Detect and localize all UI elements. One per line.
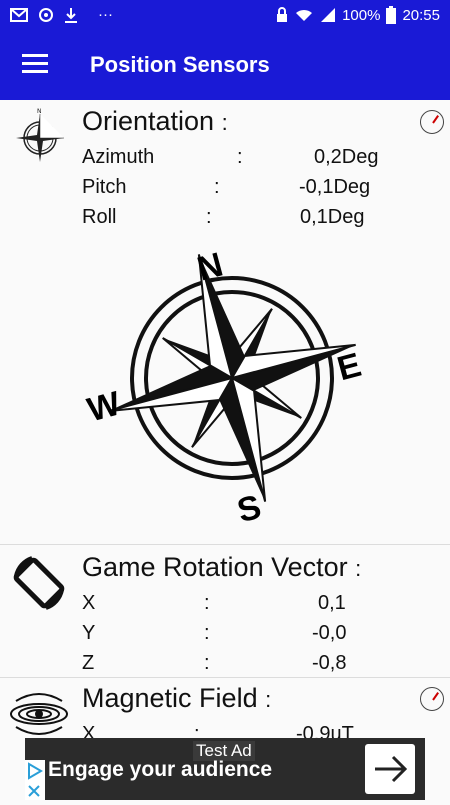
orientation-title-text: Orientation bbox=[82, 106, 215, 136]
lock-icon bbox=[277, 7, 288, 22]
magnetic-dial-button[interactable] bbox=[420, 687, 444, 711]
game-y-label: Y bbox=[82, 622, 96, 644]
pitch-label: Pitch bbox=[82, 176, 127, 198]
menu-button[interactable] bbox=[22, 54, 48, 74]
status-left-icons: ··· bbox=[10, 6, 113, 23]
game-x-sep: : bbox=[204, 592, 210, 614]
ad-choices-icon bbox=[28, 762, 43, 797]
roll-value: 0,1Deg bbox=[300, 206, 365, 228]
status-right-icons: 100% 20:55 bbox=[276, 6, 440, 24]
ad-headline: Engage your audience bbox=[48, 758, 273, 781]
clock: 20:55 bbox=[402, 6, 440, 24]
mail-icon bbox=[10, 7, 28, 22]
status-bar: ··· 100% 20:55 bbox=[0, 0, 450, 32]
game-z-label: Z bbox=[82, 652, 95, 674]
roll-label: Roll bbox=[82, 206, 117, 228]
page-title: Position Sensors bbox=[90, 52, 270, 77]
download-icon bbox=[65, 7, 77, 23]
magnetic-field-icon bbox=[10, 693, 68, 735]
ad-choices-badge[interactable] bbox=[25, 760, 45, 800]
more-notifications: ··· bbox=[98, 6, 113, 23]
orientation-title-colon: : bbox=[221, 110, 228, 135]
game-rotation-title: Game Rotation Vector : bbox=[82, 552, 361, 583]
orientation-title: Orientation : bbox=[82, 106, 228, 137]
game-rotation-title-colon: : bbox=[355, 556, 362, 581]
magnetic-x-sep: : bbox=[194, 723, 200, 745]
game-y-value: -0,0 bbox=[312, 622, 347, 644]
magnetic-field-title: Magnetic Field : bbox=[82, 683, 271, 714]
signal-icon bbox=[321, 8, 336, 22]
magnetic-field-title-text: Magnetic Field bbox=[82, 683, 258, 713]
game-rotation-title-text: Game Rotation Vector bbox=[82, 552, 348, 582]
screen-rotation-icon bbox=[13, 556, 65, 610]
game-x-value: 0,1 bbox=[318, 592, 346, 614]
roll-sep: : bbox=[206, 206, 212, 228]
battery-icon bbox=[386, 6, 397, 24]
sync-icon bbox=[39, 7, 53, 22]
game-z-sep: : bbox=[204, 652, 210, 674]
ad-open-button[interactable] bbox=[365, 744, 415, 794]
svg-text:N: N bbox=[37, 108, 42, 115]
ad-banner[interactable]: Test Ad Engage your audience bbox=[25, 738, 425, 800]
menu-icon bbox=[22, 54, 48, 57]
azimuth-value: 0,2Deg bbox=[314, 146, 379, 168]
game-rotation-card: Game Rotation Vector : X : 0,1 Y : -0,0 … bbox=[0, 546, 450, 678]
ad-label: Test Ad bbox=[193, 741, 255, 761]
app-bar: Position Sensors bbox=[0, 32, 450, 100]
orientation-card: N Orientation : Azimuth : 0,2Deg Pitch :… bbox=[0, 100, 450, 545]
battery-percent: 100% bbox=[342, 6, 381, 24]
magnetic-field-title-colon: : bbox=[265, 687, 272, 712]
orientation-dial-button[interactable] bbox=[420, 110, 444, 134]
compass-rose-icon bbox=[108, 254, 356, 502]
azimuth-label: Azimuth bbox=[82, 146, 155, 168]
compass-rose-small-icon: N bbox=[16, 108, 64, 162]
game-y-sep: : bbox=[204, 622, 210, 644]
azimuth-sep: : bbox=[237, 146, 243, 168]
arrow-right-icon bbox=[375, 755, 408, 783]
game-z-value: -0,8 bbox=[312, 652, 347, 674]
pitch-sep: : bbox=[214, 176, 220, 198]
game-x-label: X bbox=[82, 592, 96, 614]
wifi-icon bbox=[296, 9, 313, 21]
pitch-value: -0,1Deg bbox=[299, 176, 371, 198]
